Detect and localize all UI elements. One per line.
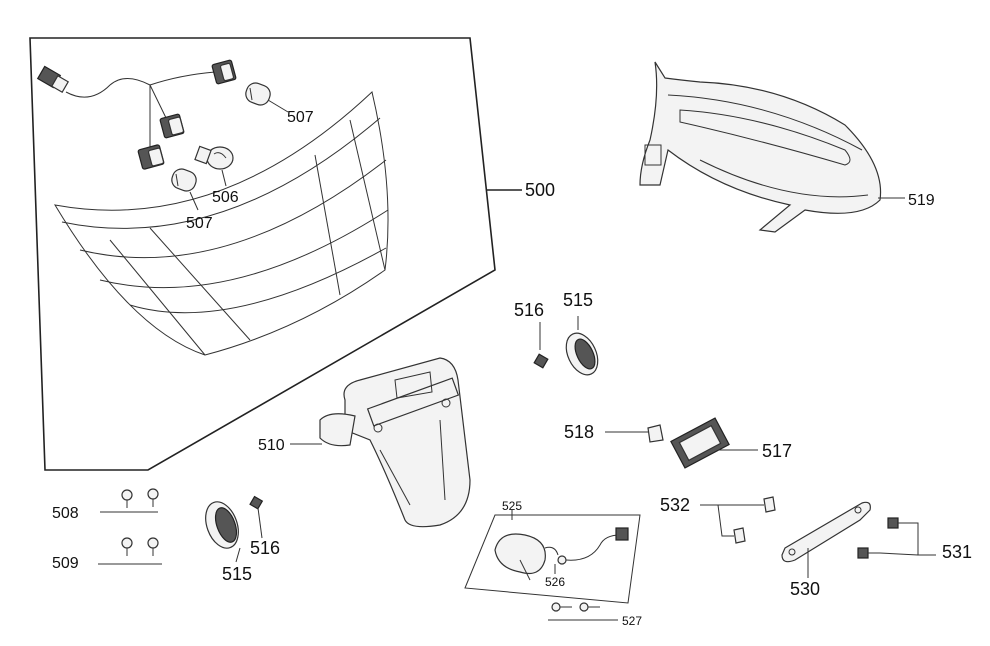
leader-531-a	[910, 522, 936, 556]
callout-525: 525	[502, 499, 522, 513]
leader-507-lower	[189, 191, 199, 211]
assembly-525-frame	[464, 514, 641, 604]
bulb-socket-middle[interactable]	[159, 113, 185, 139]
screws-527[interactable]	[551, 602, 600, 612]
callout-530: 530	[790, 579, 820, 599]
callout-509: 509	[52, 555, 79, 572]
callout-506: 506	[212, 189, 239, 206]
callout-519: 519	[908, 192, 935, 209]
bulb-506[interactable]	[194, 145, 234, 170]
bulb-socket-top[interactable]	[211, 59, 237, 85]
nuts-532[interactable]	[733, 496, 776, 544]
callout-532: 532	[660, 495, 690, 515]
rear-cover-519[interactable]	[639, 61, 882, 233]
license-light-525[interactable]	[494, 533, 559, 581]
reflector-515-lower[interactable]	[200, 497, 245, 552]
bracket-530[interactable]	[781, 501, 871, 563]
screws-509[interactable]	[121, 537, 159, 556]
callout-515-upper: 515	[563, 290, 593, 310]
callout-507-lower: 507	[186, 215, 213, 232]
callout-526: 526	[545, 575, 565, 589]
bulb-507-top[interactable]	[243, 80, 272, 107]
callout-510: 510	[258, 437, 285, 454]
callout-518: 518	[564, 422, 594, 442]
socket-526[interactable]	[557, 555, 567, 565]
leader-531-b	[879, 552, 919, 556]
bolts-531[interactable]	[857, 517, 910, 559]
rear-fender-510[interactable]	[319, 357, 471, 528]
leader-507-top	[267, 99, 289, 113]
bulb-socket-lower[interactable]	[137, 144, 165, 170]
callout-527: 527	[622, 614, 642, 628]
screws-508[interactable]	[121, 488, 159, 508]
callout-508: 508	[52, 505, 79, 522]
bulb-507-lower[interactable]	[169, 166, 198, 193]
callout-507-top: 507	[287, 109, 314, 126]
leader-515-lower	[235, 547, 241, 563]
reflector-515-upper[interactable]	[560, 328, 604, 380]
reflector-517[interactable]	[670, 417, 730, 469]
callout-516-lower: 516	[250, 538, 280, 558]
tail-light-lens[interactable]	[54, 91, 389, 356]
screw-516-upper[interactable]	[533, 353, 549, 369]
wiring-harness[interactable]	[36, 65, 216, 150]
callout-531: 531	[942, 542, 972, 562]
callout-517: 517	[762, 441, 792, 461]
callout-516-upper: 516	[514, 300, 544, 320]
leader-516-lower	[257, 507, 263, 539]
tail-light-assembly-group	[29, 37, 522, 471]
assembly-500-frame	[29, 37, 496, 471]
leader-506	[221, 169, 227, 187]
leader-532-b	[717, 504, 734, 537]
license-light-wire[interactable]	[565, 527, 629, 561]
license-light-group	[464, 510, 641, 604]
clip-518[interactable]	[647, 424, 664, 443]
callout-515-lower: 515	[222, 564, 252, 584]
callout-500: 500	[525, 180, 555, 200]
screw-516-lower[interactable]	[249, 495, 264, 510]
